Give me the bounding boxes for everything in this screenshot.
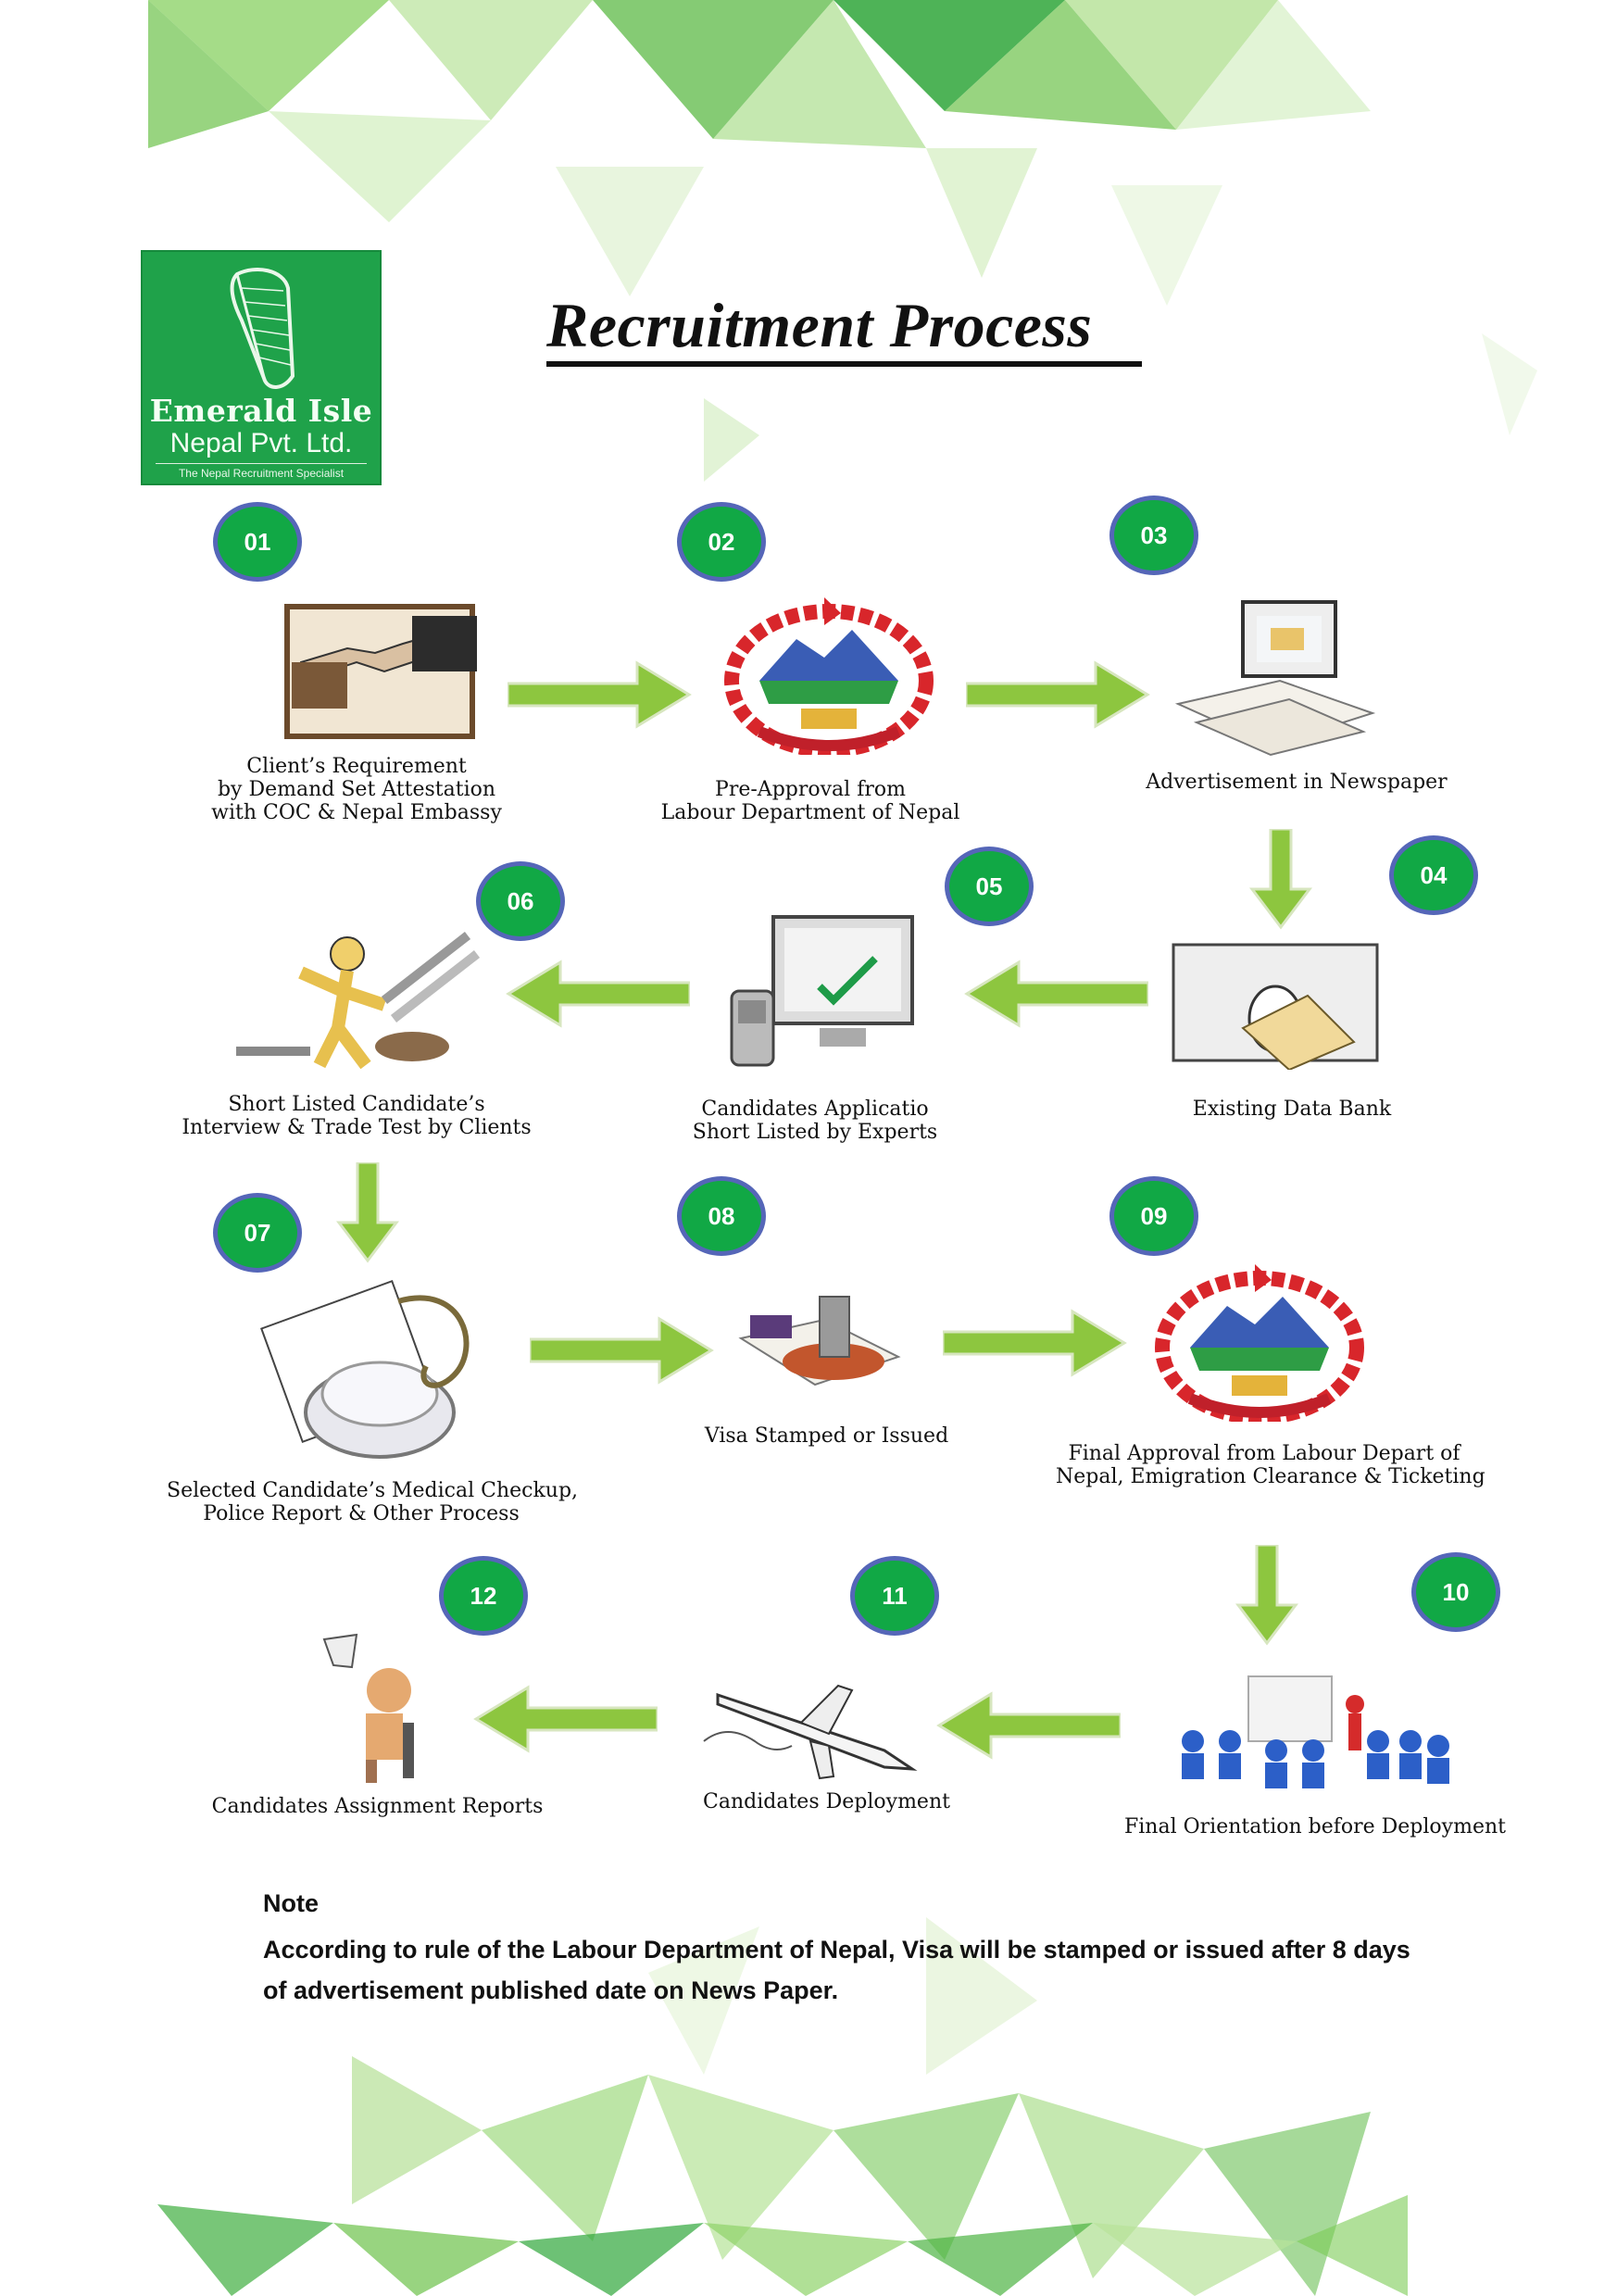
title-underline xyxy=(546,361,1142,367)
step-badge-02: 02 xyxy=(677,502,766,582)
background-pattern-bottom xyxy=(157,1917,1408,2296)
logo-tagline: The Nepal Recruitment Specialist xyxy=(178,467,345,480)
arrow-down-6-7 xyxy=(335,1162,400,1263)
step-label-09: Final Approval from Labour Depart of Nep… xyxy=(1056,1442,1485,1488)
step-label-08: Visa Stamped or Issued xyxy=(704,1424,949,1448)
step-label-12: Candidates Assignment Reports xyxy=(211,1795,544,1818)
orientation-class-icon xyxy=(1182,1675,1449,1788)
logo-name-line2: Nepal Pvt. Ltd. xyxy=(169,428,353,458)
step-badge-07: 07 xyxy=(213,1193,302,1273)
step-badge-08: 08 xyxy=(677,1176,766,1256)
arrow-left-11-12 xyxy=(473,1685,658,1753)
step-badge-03: 03 xyxy=(1109,496,1198,575)
step-badge-09: 09 xyxy=(1109,1176,1198,1256)
step-label-04: Existing Data Bank xyxy=(1192,1098,1392,1121)
arrow-left-4-5 xyxy=(964,960,1148,1028)
logo-divider xyxy=(156,463,367,464)
stethoscope-icon xyxy=(260,1279,470,1459)
step-badge-05: 05 xyxy=(945,847,1034,926)
arrow-right-7-8 xyxy=(530,1316,714,1385)
step-label-10: Final Orientation before Deployment xyxy=(1124,1815,1506,1838)
step-label-11: Candidates Deployment xyxy=(703,1790,950,1813)
note-section: Note According to rule of the Labour Dep… xyxy=(263,1889,1430,2011)
step-label-02: Pre-Approval from Labour Department of N… xyxy=(660,778,960,824)
envelope-databank-icon xyxy=(1172,943,1379,1070)
arrow-down-9-10 xyxy=(1235,1545,1299,1646)
arrow-right-8-9 xyxy=(943,1309,1127,1377)
logo-name-line1: Emerald Isle xyxy=(149,393,373,429)
newspaper-icon xyxy=(1174,600,1376,757)
airplane-icon xyxy=(703,1684,918,1780)
step-label-01: Client’s Requirement by Demand Set Attes… xyxy=(211,755,502,824)
arrow-left-5-6 xyxy=(506,960,690,1028)
nepal-emblem-icon xyxy=(724,597,934,755)
nepal-emblem-icon xyxy=(1155,1264,1364,1422)
step-label-05: Candidates Applicatio Short Listed by Ex… xyxy=(692,1098,938,1144)
handshake-icon xyxy=(284,604,477,739)
note-title: Note xyxy=(263,1889,319,1917)
arrow-left-10-11 xyxy=(936,1691,1121,1760)
step-badge-04: 04 xyxy=(1389,835,1478,915)
step-badge-06: 06 xyxy=(476,861,565,941)
step-badge-01: 01 xyxy=(213,502,302,582)
company-logo: Emerald Isle Nepal Pvt. Ltd. The Nepal R… xyxy=(141,250,382,485)
tools-worker-icon xyxy=(236,932,481,1070)
step-label-07: Selected Candidate’s Medical Checkup, Po… xyxy=(167,1479,579,1525)
stamp-icon xyxy=(738,1296,901,1386)
arrow-down-3-4 xyxy=(1248,829,1313,930)
note-body: According to rule of the Labour Departme… xyxy=(263,1936,1410,2004)
step-label-03: Advertisement in Newspaper xyxy=(1146,771,1448,794)
arrow-right-2-3 xyxy=(966,660,1150,729)
harp-icon xyxy=(230,268,295,389)
reporting-person-icon xyxy=(322,1633,414,1783)
background-pattern-top xyxy=(148,0,1537,482)
page-title: Recruitment Process xyxy=(546,290,1093,360)
arrow-right-1-2 xyxy=(508,660,692,729)
computer-check-icon xyxy=(730,915,914,1067)
step-badge-12: 12 xyxy=(439,1556,528,1636)
step-label-06: Short Listed Candidate’s Interview & Tra… xyxy=(182,1093,532,1139)
step-badge-10: 10 xyxy=(1411,1552,1500,1632)
step-badge-11: 11 xyxy=(850,1556,939,1636)
